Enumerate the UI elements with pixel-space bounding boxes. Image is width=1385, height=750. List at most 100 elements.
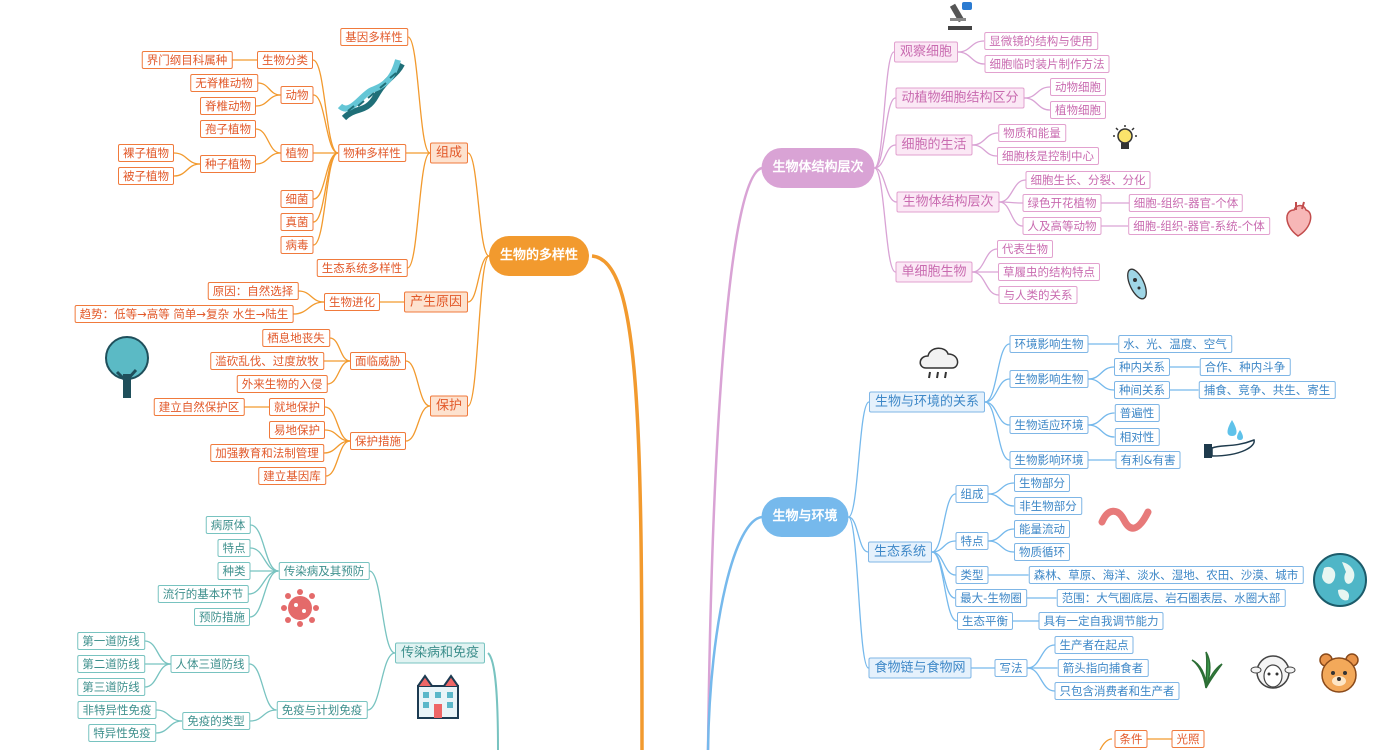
node-life2[interactable]: 细胞核是控制中心 xyxy=(997,147,1099,165)
node-m1[interactable]: 就地保护 xyxy=(269,398,325,416)
node-i2[interactable]: 免疫与计划免疫 xyxy=(276,701,368,719)
node-es3a[interactable]: 森林、草原、海洋、淡水、湿地、农田、沙漠、城市 xyxy=(1028,566,1304,584)
node-fc1c[interactable]: 只包含消费者和生产者 xyxy=(1054,682,1180,700)
node-es5a[interactable]: 具有一定自我调节能力 xyxy=(1038,612,1164,630)
node-r4a[interactable]: 有利&有害 xyxy=(1115,451,1181,469)
node-animal[interactable]: 动物 xyxy=(280,86,314,104)
node-cause[interactable]: 产生原因 xyxy=(403,291,469,313)
node-threat[interactable]: 面临威胁 xyxy=(350,352,406,370)
node-div[interactable]: 生物的多样性 xyxy=(488,236,590,276)
node-obs1[interactable]: 显微镜的结构与使用 xyxy=(984,32,1098,50)
node-r2b1[interactable]: 捕食、竞争、共生、寄生 xyxy=(1198,381,1336,399)
node-ap2[interactable]: 植物细胞 xyxy=(1050,101,1106,119)
node-cell[interactable]: 生物体结构层次 xyxy=(761,148,875,188)
node-th2[interactable]: 滥砍乱伐、过度放牧 xyxy=(210,352,324,370)
node-ap[interactable]: 动植物细胞结构区分 xyxy=(895,87,1025,109)
node-obs2[interactable]: 细胞临时装片制作方法 xyxy=(984,55,1110,73)
node-lvl2a[interactable]: 细胞-组织-器官-个体 xyxy=(1128,194,1244,212)
node-life[interactable]: 细胞的生活 xyxy=(895,134,973,156)
node-rel[interactable]: 生物与环境的关系 xyxy=(868,391,986,413)
node-i2a3[interactable]: 第三道防线 xyxy=(77,678,145,696)
node-r1[interactable]: 环境影响生物 xyxy=(1009,335,1089,353)
node-i1b[interactable]: 特点 xyxy=(217,539,251,557)
node-r3[interactable]: 生物适应环境 xyxy=(1009,416,1089,434)
node-spore[interactable]: 孢子植物 xyxy=(200,120,256,138)
node-cls[interactable]: 生物分类 xyxy=(257,51,313,69)
node-r2a1[interactable]: 合作、种内斗争 xyxy=(1199,358,1291,376)
node-r2[interactable]: 生物影响生物 xyxy=(1009,370,1089,388)
node-ver[interactable]: 脊椎动物 xyxy=(200,97,256,115)
node-i2a2[interactable]: 第二道防线 xyxy=(77,655,145,673)
node-m4[interactable]: 建立基因库 xyxy=(258,467,326,485)
node-es2a[interactable]: 能量流动 xyxy=(1014,520,1070,538)
node-uni2[interactable]: 草履虫的结构特点 xyxy=(998,263,1100,281)
node-env[interactable]: 生物与环境 xyxy=(761,497,849,537)
node-i1d[interactable]: 流行的基本环节 xyxy=(157,585,249,603)
node-prot[interactable]: 保护 xyxy=(429,395,469,417)
node-fc1b[interactable]: 箭头指向捕食者 xyxy=(1057,659,1149,677)
node-es1[interactable]: 组成 xyxy=(955,485,989,503)
node-gym[interactable]: 裸子植物 xyxy=(118,144,174,162)
node-es[interactable]: 生态系统 xyxy=(867,541,933,563)
node-r1a[interactable]: 水、光、温度、空气 xyxy=(1118,335,1232,353)
node-lvl[interactable]: 生物体结构层次 xyxy=(896,191,1000,213)
node-es2[interactable]: 特点 xyxy=(955,532,989,550)
node-cond[interactable]: 条件 xyxy=(1114,730,1148,748)
node-r3b[interactable]: 相对性 xyxy=(1114,428,1160,446)
node-i2b2[interactable]: 特异性免疫 xyxy=(88,724,156,742)
node-r2b[interactable]: 种间关系 xyxy=(1114,381,1170,399)
node-m1a[interactable]: 建立自然保护区 xyxy=(153,398,245,416)
node-uni1[interactable]: 代表生物 xyxy=(997,240,1053,258)
node-i2a[interactable]: 人体三道防线 xyxy=(170,655,250,673)
node-lvl2[interactable]: 绿色开花植物 xyxy=(1022,194,1102,212)
node-bac[interactable]: 细菌 xyxy=(280,190,314,208)
node-uni[interactable]: 单细胞生物 xyxy=(895,261,973,283)
node-es4[interactable]: 最大-生物圈 xyxy=(955,589,1027,607)
node-es4a[interactable]: 范围：大气圈底层、岩石圈表层、水圈大部 xyxy=(1056,589,1286,607)
node-comp[interactable]: 组成 xyxy=(429,142,469,164)
node-evo2[interactable]: 趋势：低等→高等 简单→复杂 水生→陆生 xyxy=(74,305,294,323)
node-evo1[interactable]: 原因：自然选择 xyxy=(207,282,299,300)
node-r2a[interactable]: 种内关系 xyxy=(1114,358,1170,376)
node-th1[interactable]: 栖息地丧失 xyxy=(262,329,330,347)
node-gene[interactable]: 基因多样性 xyxy=(340,28,408,46)
node-ap1[interactable]: 动物细胞 xyxy=(1050,78,1106,96)
node-es3[interactable]: 类型 xyxy=(955,566,989,584)
node-inv[interactable]: 无脊椎动物 xyxy=(190,74,258,92)
node-i2b[interactable]: 免疫的类型 xyxy=(182,712,250,730)
node-i1a[interactable]: 病原体 xyxy=(205,516,251,534)
node-life1[interactable]: 物质和能量 xyxy=(998,124,1066,142)
node-m2[interactable]: 易地保护 xyxy=(269,421,325,439)
node-fc1[interactable]: 写法 xyxy=(994,659,1028,677)
node-uni3[interactable]: 与人类的关系 xyxy=(998,286,1078,304)
node-seed[interactable]: 种子植物 xyxy=(200,155,256,173)
node-i2b1[interactable]: 非特异性免疫 xyxy=(77,701,157,719)
node-i1c[interactable]: 种类 xyxy=(217,562,251,580)
node-species[interactable]: 物种多样性 xyxy=(338,144,406,162)
node-eco[interactable]: 生态系统多样性 xyxy=(316,259,408,277)
node-i1e[interactable]: 预防措施 xyxy=(194,608,250,626)
node-m3[interactable]: 加强教育和法制管理 xyxy=(210,444,324,462)
node-es2b[interactable]: 物质循环 xyxy=(1014,543,1070,561)
node-plant[interactable]: 植物 xyxy=(280,144,314,162)
node-meas[interactable]: 保护措施 xyxy=(350,432,406,450)
node-vir[interactable]: 病毒 xyxy=(280,236,314,254)
node-evo[interactable]: 生物进化 xyxy=(324,293,380,311)
node-cls1[interactable]: 界门纲目科属种 xyxy=(141,51,233,69)
node-inf[interactable]: 传染病和免疫 xyxy=(394,642,486,664)
node-r4[interactable]: 生物影响环境 xyxy=(1009,451,1089,469)
node-lvl3a[interactable]: 细胞-组织-器官-系统-个体 xyxy=(1128,217,1270,235)
node-th3[interactable]: 外来生物的入侵 xyxy=(236,375,328,393)
node-i2a1[interactable]: 第一道防线 xyxy=(77,632,145,650)
node-lvl3[interactable]: 人及高等动物 xyxy=(1022,217,1102,235)
node-fc1a[interactable]: 生产者在起点 xyxy=(1054,636,1134,654)
node-i1[interactable]: 传染病及其预防 xyxy=(278,562,370,580)
node-lvl1[interactable]: 细胞生长、分裂、分化 xyxy=(1025,171,1151,189)
node-fun[interactable]: 真菌 xyxy=(280,213,314,231)
node-light[interactable]: 光照 xyxy=(1171,730,1205,748)
node-obs[interactable]: 观察细胞 xyxy=(893,41,959,63)
node-es1a[interactable]: 生物部分 xyxy=(1014,474,1070,492)
node-r3a[interactable]: 普遍性 xyxy=(1114,404,1160,422)
node-fc[interactable]: 食物链与食物网 xyxy=(868,657,972,679)
node-es1b[interactable]: 非生物部分 xyxy=(1014,497,1082,515)
